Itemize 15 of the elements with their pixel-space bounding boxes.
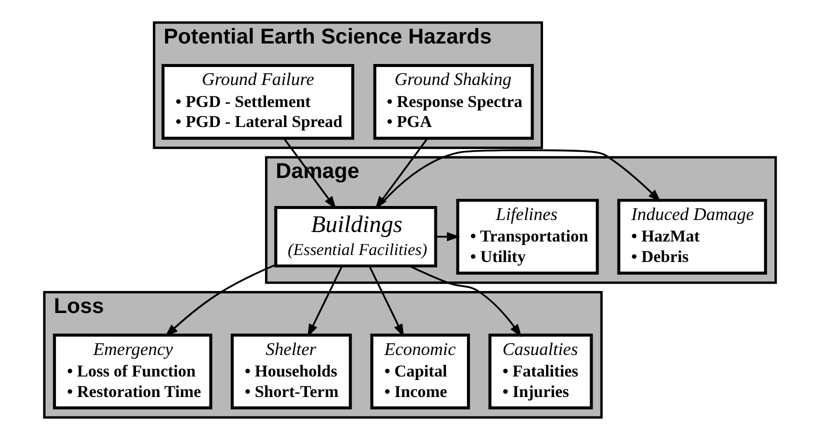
node-box: Economic • Capital • Income bbox=[370, 334, 470, 410]
node-box: Emergency • Loss of Function • Restoration Time bbox=[52, 334, 212, 410]
node-box: Lifelines • Transportation • Utility bbox=[456, 198, 598, 275]
node-box: Ground Shaking • Response Spectra • PGA bbox=[372, 64, 534, 140]
arrow bbox=[409, 265, 522, 338]
arrow bbox=[368, 266, 404, 338]
arrow bbox=[435, 232, 460, 242]
node-box: Induced Damage • HazMat • Debris bbox=[616, 198, 767, 275]
arrow bbox=[306, 266, 342, 338]
arrow bbox=[376, 149, 661, 208]
node-box: Shelter • Households • Short-Term bbox=[230, 334, 352, 410]
node-box: Ground Failure • PGD - Settlement • PGD - Lateral Spread bbox=[161, 64, 354, 140]
arrow bbox=[164, 264, 276, 337]
node-box: Buildings (Essential Facilities) bbox=[274, 206, 437, 268]
node-box: Casualties • Fatalities • Injuries bbox=[488, 334, 592, 410]
